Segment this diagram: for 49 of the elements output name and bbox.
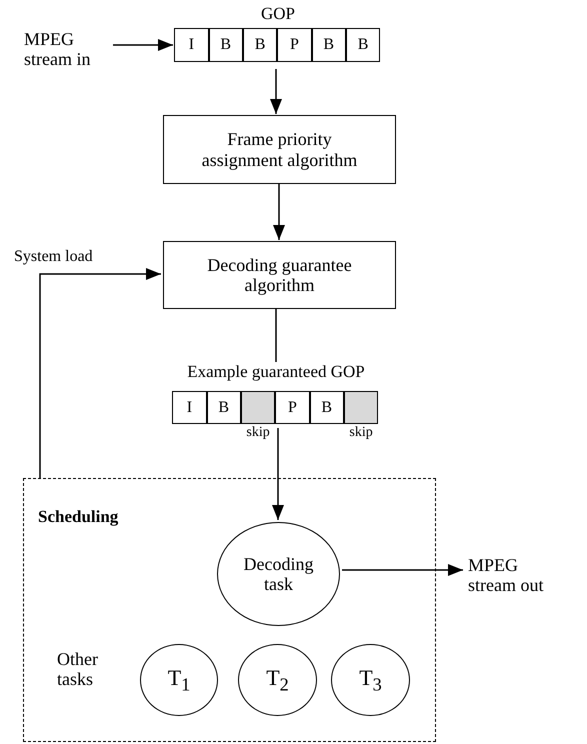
node-label: Decoding task: [242, 554, 314, 594]
node-label: T$_{3}$: [359, 666, 382, 694]
node-label: Frame priority assignment algorithm: [200, 129, 358, 170]
frame-cell: [310, 391, 344, 424]
group-label: Other tasks: [57, 649, 99, 690]
skip-note: skip: [348, 425, 374, 441]
frame-cell: [172, 391, 207, 424]
process-box: [163, 115, 396, 184]
frame-type-label: P: [290, 36, 299, 54]
frame-type-label: I: [188, 36, 194, 54]
section-heading: GOP: [260, 4, 296, 24]
arrow: [272, 428, 284, 520]
frame-cell: [174, 28, 209, 62]
frame-type-label: P: [288, 398, 297, 416]
scheduling-region: [23, 478, 436, 742]
node-label: T$_{2}$: [266, 666, 289, 694]
arrow: [39, 268, 161, 478]
frame-cell: [312, 28, 346, 62]
section-heading: Scheduling: [38, 507, 118, 526]
frame-cell: [346, 28, 380, 62]
frame-type-label: B: [321, 398, 332, 416]
frame-type-label: B: [220, 36, 232, 54]
frame-cell: [275, 391, 310, 424]
node-label: MPEG stream out: [468, 554, 544, 596]
frame-type-label: I: [186, 398, 192, 416]
frame-cell: [277, 28, 312, 62]
node-label: T$_{1}$: [168, 666, 190, 694]
process-box: [163, 241, 396, 309]
frame-type-label: B: [254, 36, 266, 54]
frame-type-label: B: [218, 398, 230, 416]
arrow: [342, 564, 463, 576]
node-label: Decoding guarantee algorithm: [206, 254, 353, 296]
section-heading: Example guaranteed GOP: [186, 362, 366, 382]
frame-cell: [206, 391, 241, 424]
arrow: [113, 39, 173, 51]
node-label: MPEG stream in: [24, 28, 92, 70]
frame-cell: [208, 28, 243, 62]
skip-note: skip: [245, 425, 271, 441]
arrow: [273, 184, 285, 240]
task-circle: [238, 644, 317, 716]
task-circle: [140, 644, 218, 716]
connector-line: [275, 309, 277, 362]
frame-cell: [242, 28, 278, 62]
arrow: [270, 69, 282, 114]
frame-type-label: B: [323, 36, 334, 54]
frame-type-label: B: [358, 36, 368, 54]
edge-label: System load: [14, 248, 93, 266]
task-circle: [331, 644, 410, 716]
task-circle: [217, 522, 340, 626]
